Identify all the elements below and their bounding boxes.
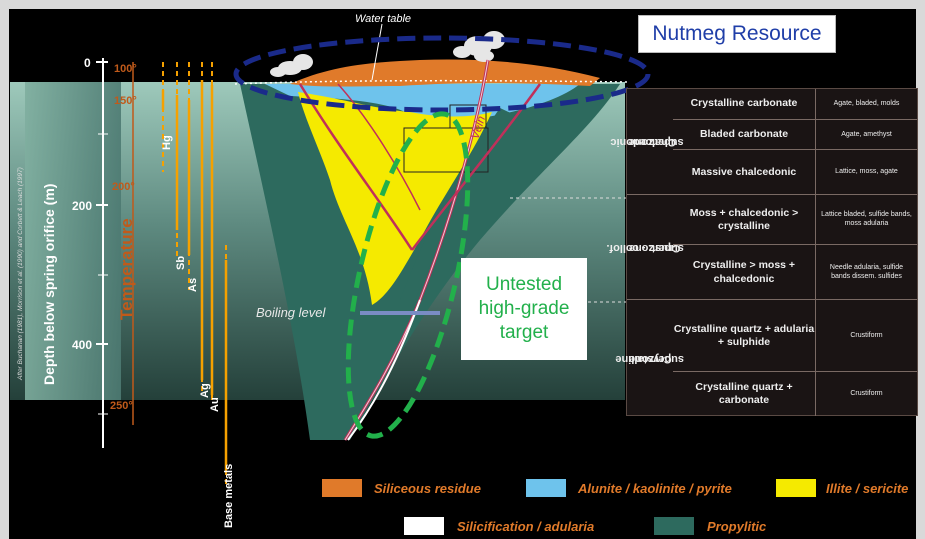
element-sb-label: Sb: [175, 256, 187, 270]
legend-silicification-label: Silicification / adularia: [457, 519, 594, 534]
nutmeg-resource-ellipse: [233, 35, 651, 113]
element-base-metals-label: Base metals: [223, 464, 235, 528]
steam-cloud-right-icon: [453, 31, 505, 62]
temperature-label: Temperature: [117, 218, 136, 320]
legend-swatch-siliceous: [322, 479, 362, 497]
depth-band: [25, 82, 121, 400]
depth-tick-400: 400: [72, 338, 92, 352]
element-as-label: As: [187, 278, 199, 292]
nutmeg-resource-callout: Nutmeg Resource: [638, 15, 836, 53]
temp-tick-100: 100°: [114, 63, 137, 75]
attribution-text: After Buchanan (1981), Morrison et al. (…: [17, 167, 24, 381]
temp-tick-150: 150°: [114, 95, 137, 107]
depth-tick-200: 200: [72, 199, 92, 213]
temp-tick-200: 200°: [112, 181, 135, 193]
element-hg-label: Hg: [161, 135, 173, 150]
boiling-level-label: Boiling level: [256, 305, 326, 320]
legend-propylitic-label: Propylitic: [707, 519, 767, 534]
temp-tick-250: 250°: [110, 400, 133, 412]
zone-row: Crystalline quartz + adularia + sulphide…: [673, 299, 917, 372]
legend-illite-label: Illite / sericite: [826, 481, 908, 496]
untested-target-ellipse: [345, 111, 471, 439]
element-au-label: Au: [209, 397, 221, 412]
legend-alunite-label: Alunite / kaolinite / pyrite: [577, 481, 732, 496]
water-table-line: [234, 79, 629, 85]
siliceous-residue-zone: [290, 59, 600, 87]
depth-tick-0: 0: [84, 56, 91, 70]
water-table-label: Water table: [355, 13, 411, 25]
legend-swatch-alunite: [526, 479, 566, 497]
untested-target-callout: Untested high-grade target: [461, 258, 587, 360]
vein-left-branch: [298, 83, 414, 251]
illite-zone: [298, 92, 492, 305]
legend-swatch-illite: [776, 479, 816, 497]
legend-swatch-silicification: [404, 517, 444, 535]
steam-cloud-left-icon: [270, 54, 313, 77]
depth-axis-title: Depth below spring orifice (m): [41, 184, 57, 385]
legend-swatch-propylitic: [654, 517, 694, 535]
element-ag-label: Ag: [199, 383, 211, 398]
water-table-pointer: [371, 23, 383, 81]
superzone-crustiform: Crust. - collof.superzone: [606, 194, 684, 300]
legend-siliceous-label: Siliceous residue: [374, 481, 481, 496]
